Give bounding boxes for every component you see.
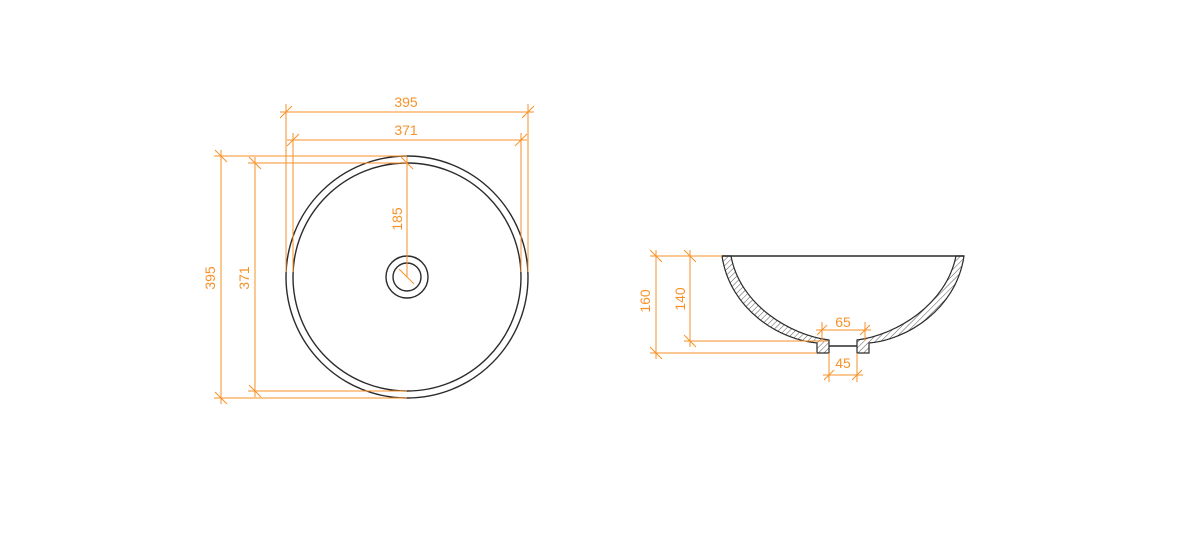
dim-drain-bottom	[823, 353, 863, 382]
side-view: 160 140 65 45	[637, 249, 965, 382]
dim-height-inner-side	[683, 249, 828, 348]
dim-height-outer	[214, 149, 407, 405]
label-height-total: 160	[637, 289, 653, 313]
dim-width-inner	[286, 133, 528, 272]
dim-height-total	[649, 249, 817, 360]
basin-wall-right	[856, 255, 965, 354]
label-width-inner: 371	[394, 122, 418, 138]
label-width-outer: 395	[394, 94, 418, 110]
dim-radius	[398, 156, 415, 285]
label-height-inner-side: 140	[672, 287, 688, 311]
label-drain-top: 65	[835, 314, 851, 330]
top-view: 395 371 395 371	[202, 94, 535, 405]
dim-height-inner	[248, 156, 407, 398]
label-radius: 185	[389, 207, 405, 231]
basin-wall-left	[721, 255, 830, 354]
label-height-outer: 395	[202, 266, 218, 290]
label-drain-bottom: 45	[835, 355, 851, 371]
dim-drain-top	[816, 322, 871, 341]
label-height-inner: 371	[236, 266, 252, 290]
dim-width-outer	[279, 104, 535, 272]
